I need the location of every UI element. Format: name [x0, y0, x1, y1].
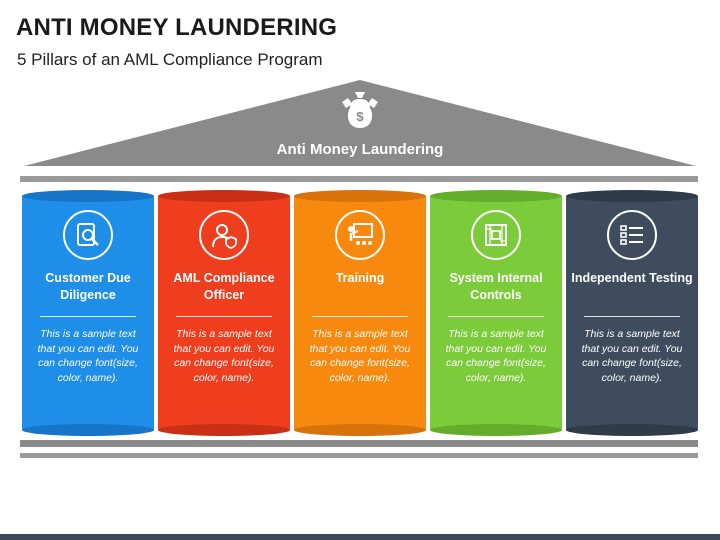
pillar-divider [584, 316, 680, 317]
pillar-aml-compliance-officer: AML Compliance Officer This is a sample … [158, 190, 290, 436]
pillar-cap-bottom [158, 424, 290, 436]
pillar-description: This is a sample text that you can edit.… [581, 328, 683, 384]
pillar-divider [312, 316, 408, 317]
checklist-icon [620, 225, 643, 245]
pillar-title: Independent Testing [571, 271, 693, 285]
footer-strip [0, 534, 720, 540]
pillar-cap-top [430, 190, 562, 202]
pillar-cap-bottom [430, 424, 562, 436]
page-title: ANTI MONEY LAUNDERING [16, 14, 338, 41]
pillar-icon-circle [199, 210, 249, 260]
pillar-system-internal-controls: System Internal Controls This is a sampl… [430, 190, 562, 436]
pillar-title: AML Compliance Officer [173, 271, 275, 302]
pillar-icon-circle [471, 210, 521, 260]
pillar-divider [40, 316, 136, 317]
presentation-icon [348, 223, 373, 245]
pillar-cap-bottom [22, 424, 154, 436]
circuit-board-icon [485, 224, 507, 246]
pillar-customer-due-diligence: Customer Due Diligence This is a sample … [22, 190, 154, 436]
page-subtitle: 5 Pillars of an AML Compliance Program [17, 50, 323, 69]
floor-bar-bottom [20, 453, 698, 458]
roof-label: Anti Money Laundering [276, 141, 444, 158]
pillar-cap-top [294, 190, 426, 202]
pillar-cap-bottom [566, 424, 698, 436]
roof-base-bar [20, 176, 698, 182]
pillar-description: This is a sample text that you can edit.… [37, 328, 139, 384]
officer-shield-icon [212, 224, 237, 249]
pillar-icon-circle [335, 210, 385, 260]
pillar-icon-circle [63, 210, 113, 260]
pillar-title: Customer Due Diligence [45, 271, 131, 302]
pillar-cap-top [566, 190, 698, 202]
floor-bar-top [20, 440, 698, 447]
pillar-title: System Internal Controls [449, 271, 543, 302]
pillar-independent-testing: Independent Testing This is a sample tex… [566, 190, 698, 436]
pillar-cap-top [22, 190, 154, 202]
pillar-divider [176, 316, 272, 317]
svg-text:$: $ [356, 109, 364, 124]
pillar-title: Training [335, 271, 385, 285]
pillar-cap-top [158, 190, 290, 202]
pillar-divider [448, 316, 544, 317]
pillar-description: This is a sample text that you can edit.… [445, 328, 547, 384]
pillar-cap-bottom [294, 424, 426, 436]
document-search-icon [77, 223, 99, 246]
money-bag-icon: $ [342, 92, 378, 128]
pillar-icon-circle [607, 210, 657, 260]
pillar-description: This is a sample text that you can edit.… [173, 328, 275, 384]
pillar-training: Training This is a sample text that you … [294, 190, 426, 436]
pillar-description: This is a sample text that you can edit.… [309, 328, 411, 384]
